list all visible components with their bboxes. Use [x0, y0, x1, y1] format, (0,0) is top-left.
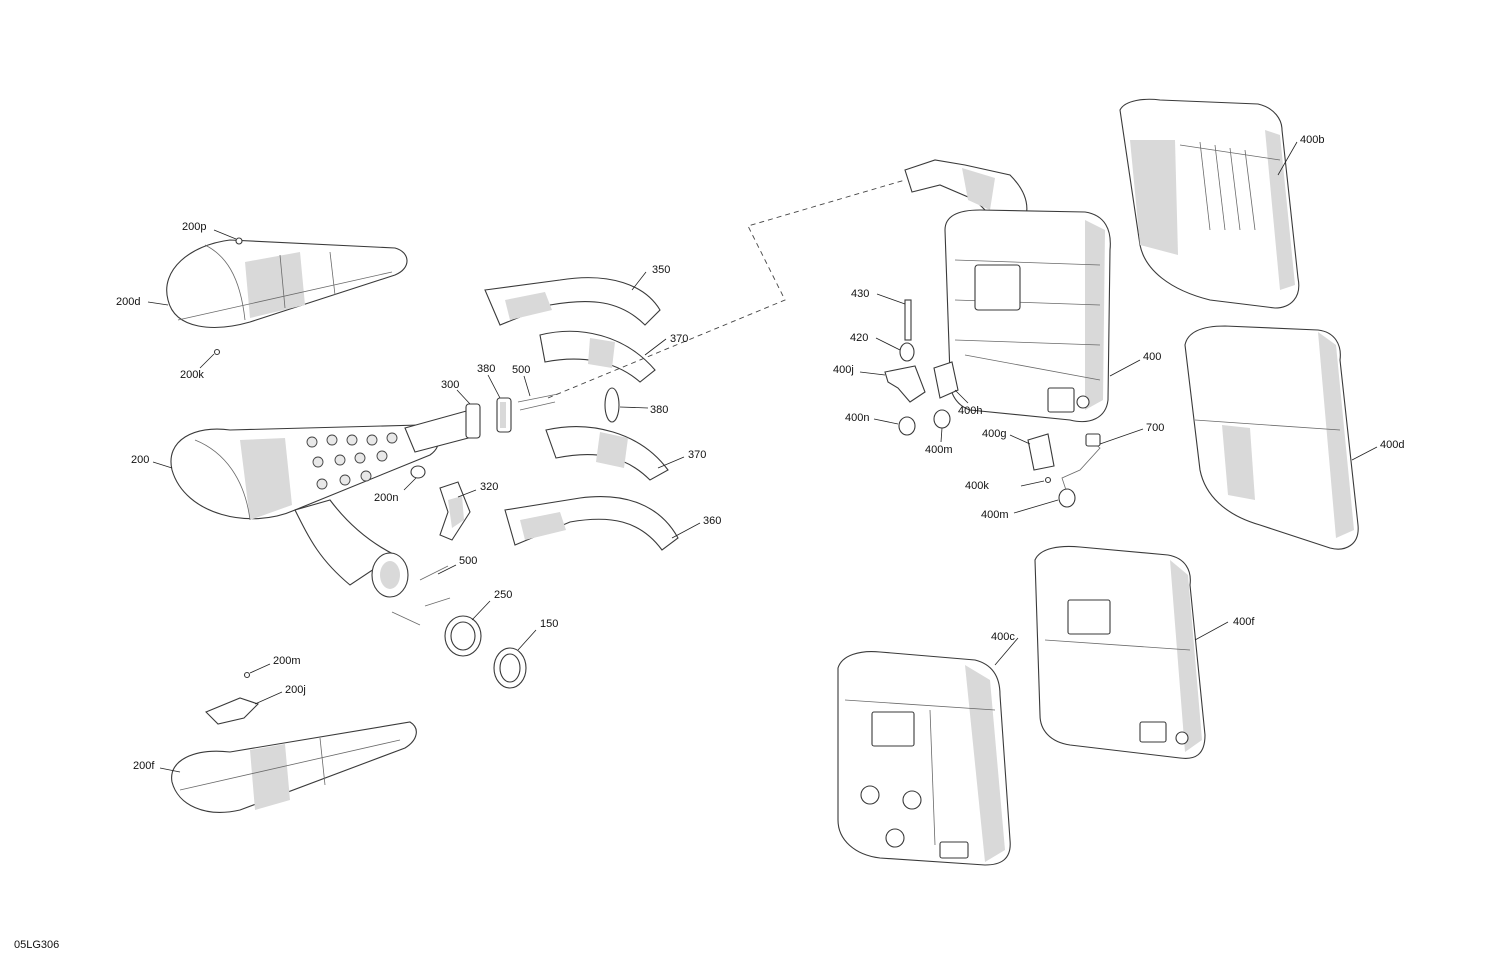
- part-400d-shield: [1184, 325, 1359, 550]
- part-360-pipe: [504, 496, 679, 551]
- label-400d: 400d: [1380, 439, 1404, 451]
- part-200j-bracket: [205, 697, 260, 725]
- part-400j-bracket: [884, 365, 926, 403]
- part-200f-lower-shield: [171, 721, 417, 813]
- part-400b-shield: [1119, 98, 1300, 309]
- label-400m-upper: 400m: [925, 444, 953, 456]
- part-400m-grommet-a: [933, 409, 951, 429]
- part-400c-shield: [837, 651, 1011, 866]
- part-400k-nut: [1044, 476, 1052, 484]
- label-400b: 400b: [1300, 134, 1324, 146]
- part-250-ring: [444, 615, 482, 657]
- label-200f: 200f: [133, 760, 155, 772]
- label-500-upper: 500: [512, 364, 530, 376]
- label-400m-lower: 400m: [981, 509, 1009, 521]
- part-400m-grommet-b: [1058, 488, 1076, 508]
- label-380-lower: 380: [650, 404, 668, 416]
- part-200m-clip: [243, 671, 251, 679]
- part-380-clamp-b: [604, 387, 620, 423]
- part-200-outlet-pipe: [294, 499, 409, 598]
- part-320-bracket: [439, 481, 471, 541]
- part-200n-grommet: [410, 465, 426, 479]
- callout-labels: 200p 200d 200k 350 370 380 300 500 380 2…: [116, 134, 1404, 772]
- label-430: 430: [851, 288, 869, 300]
- part-430-bolt: [904, 299, 912, 341]
- part-500-spring-a: [517, 393, 559, 411]
- label-400h: 400h: [958, 405, 982, 417]
- label-370-upper: 370: [670, 333, 688, 345]
- label-400k: 400k: [965, 480, 989, 492]
- part-700-sensor: [1061, 433, 1101, 491]
- part-420-grommet: [899, 342, 915, 362]
- connection-line: [547, 179, 906, 399]
- part-380-clamp-a: [496, 397, 512, 433]
- label-200p: 200p: [182, 221, 206, 233]
- label-200: 200: [131, 454, 149, 466]
- part-400-muffler: [904, 159, 1111, 423]
- label-400: 400: [1143, 351, 1161, 363]
- label-500-lower: 500: [459, 555, 477, 567]
- part-200k-clip: [213, 348, 221, 356]
- label-400j: 400j: [833, 364, 854, 376]
- label-200n: 200n: [374, 492, 398, 504]
- part-370-pipe-a: [539, 330, 656, 383]
- part-200-muffler: [170, 408, 478, 521]
- label-700: 700: [1146, 422, 1164, 434]
- part-400n-grommet: [898, 416, 916, 436]
- part-150-gasket: [493, 647, 527, 689]
- leader-lines: [147, 141, 1378, 773]
- label-200m: 200m: [273, 655, 301, 667]
- label-400g: 400g: [982, 428, 1006, 440]
- part-350-pipe: [484, 277, 661, 326]
- label-400f: 400f: [1233, 616, 1255, 628]
- part-400h-bracket: [933, 361, 959, 399]
- part-370-pipe-b: [545, 426, 669, 481]
- label-350: 350: [652, 264, 670, 276]
- label-200k: 200k: [180, 369, 204, 381]
- label-400n: 400n: [845, 412, 869, 424]
- part-200d-upper-shield: [166, 239, 408, 328]
- part-400f-shield: [1034, 545, 1206, 759]
- label-150: 150: [540, 618, 558, 630]
- label-400c: 400c: [991, 631, 1015, 643]
- part-500-spring-b: [391, 565, 451, 626]
- label-300: 300: [441, 379, 459, 391]
- label-420: 420: [850, 332, 868, 344]
- part-400g-bracket: [1027, 433, 1055, 471]
- part-300-ring: [465, 403, 481, 439]
- label-380-upper: 380: [477, 363, 495, 375]
- label-320: 320: [480, 481, 498, 493]
- label-200d: 200d: [116, 296, 140, 308]
- part-200p-clip: [235, 237, 243, 245]
- diagram-id-code: 05LG306: [14, 939, 59, 951]
- label-250: 250: [494, 589, 512, 601]
- label-360: 360: [703, 515, 721, 527]
- label-370-lower: 370: [688, 449, 706, 461]
- label-200j: 200j: [285, 684, 306, 696]
